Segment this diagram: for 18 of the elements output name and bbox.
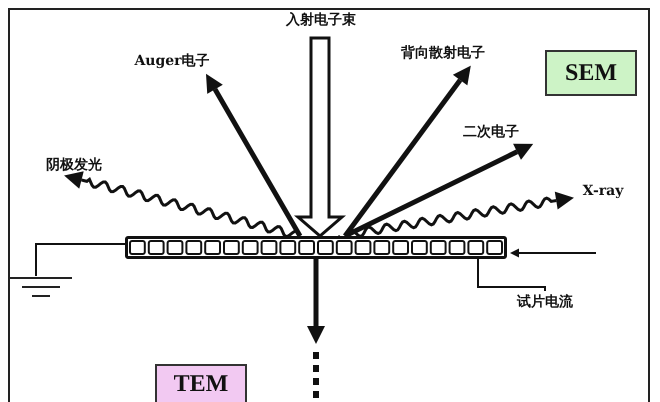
wavy-arrow [64, 171, 302, 238]
arrow [510, 248, 596, 258]
signal-label: X-ray [582, 183, 624, 199]
beam-label: 入射电子束 [286, 11, 356, 29]
specimen-bar [125, 236, 507, 259]
arrow [206, 74, 302, 238]
incident-beam-arrow [294, 36, 346, 238]
arrow [307, 259, 325, 344]
signal-label: 背向散射电子 [401, 44, 485, 62]
wire [35, 243, 125, 276]
tem-label: TEM [155, 364, 247, 402]
leader-line [477, 259, 546, 291]
current-label: 试片电流 [517, 293, 573, 311]
signal-label: 二次电子 [463, 123, 519, 141]
sem-label: SEM [545, 50, 637, 96]
signal-label: Auger电子 [134, 52, 210, 70]
arrow [342, 66, 471, 238]
signal-label: 阴极发光 [46, 156, 102, 174]
